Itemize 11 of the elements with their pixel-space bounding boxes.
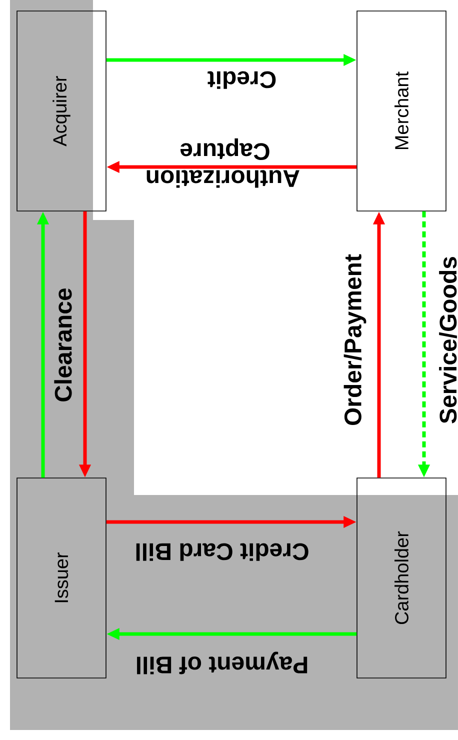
edge-label: Authorization Capture — [146, 138, 300, 188]
edge-label: Credit Card Bill — [136, 543, 308, 561]
edge-label: Order/Payment — [344, 254, 366, 426]
entity-box: Cardholder — [356, 478, 446, 678]
edge-label: Credit — [208, 71, 276, 89]
edge-label: Payment of Bill — [137, 652, 308, 674]
edge-label: Clearance — [54, 288, 72, 402]
entity-box: Merchant — [356, 10, 446, 212]
entity-box: Issuer — [16, 478, 106, 678]
edge-label: Service/Goods — [439, 256, 457, 424]
entity-box: Acquirer — [16, 10, 106, 212]
